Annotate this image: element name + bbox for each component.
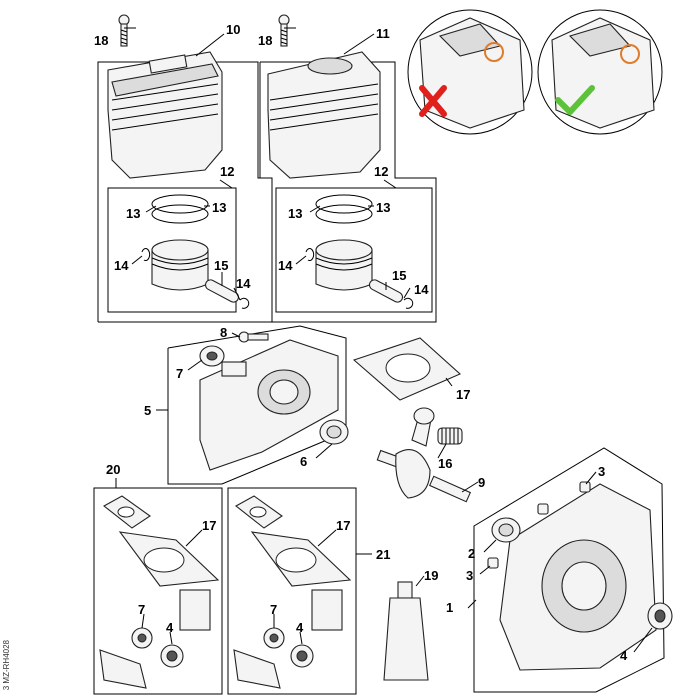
- piston-ring-bottom-right: [315, 204, 373, 224]
- callout-21: 21: [376, 547, 390, 562]
- callout-12-right: 12: [374, 164, 388, 179]
- needle-bearing-16: [437, 427, 463, 445]
- piston-ring-top-left: [151, 194, 209, 214]
- callout-numbers: 18 18 10 11 12 12 13 13 13 13 14 14 14 1…: [94, 22, 628, 663]
- callout-8: 8: [220, 325, 227, 340]
- gasket-17-top: [352, 337, 462, 401]
- screw-8: [238, 331, 269, 343]
- callout-14-a: 14: [114, 258, 129, 273]
- callout-20: 20: [106, 462, 120, 477]
- gasket-muffler-middle: [233, 649, 281, 689]
- callout-17-top: 17: [456, 387, 470, 402]
- gasket-intake-left: [179, 589, 211, 631]
- gasket-set-20: [93, 487, 223, 695]
- callout-4-left: 4: [166, 620, 174, 635]
- sleeve-3-top: [579, 481, 591, 493]
- callout-14-d: 14: [414, 282, 429, 297]
- callout-15-right: 15: [392, 268, 406, 283]
- callout-9: 9: [478, 475, 485, 490]
- callout-13-c: 13: [288, 206, 302, 221]
- callout-13-d: 13: [376, 200, 390, 215]
- oil-seal-7-top: [199, 345, 225, 367]
- callout-17-left: 17: [202, 518, 216, 533]
- crankcase-half-group: [167, 325, 349, 485]
- piston-pin-right: [368, 279, 404, 303]
- callout-16: 16: [438, 456, 452, 471]
- screw-18-right: [278, 14, 290, 47]
- callout-18-left: 18: [94, 33, 108, 48]
- ball-bearing-2: [491, 517, 521, 543]
- callout-7-top: 7: [176, 366, 183, 381]
- piston-box-right: [275, 187, 433, 313]
- circlip-right-b: [403, 297, 414, 309]
- callout-7-left: 7: [138, 602, 145, 617]
- oil-seal-4-right: [647, 602, 673, 630]
- callout-6: 6: [300, 454, 307, 469]
- callout-7-middle: 7: [270, 602, 277, 617]
- piston-ring-top-right: [315, 194, 373, 214]
- wrong-orientation-detail: [407, 9, 533, 135]
- callout-1: 1: [446, 600, 453, 615]
- gasket-set-21: [227, 487, 357, 695]
- gasket-muffler-left: [99, 649, 147, 689]
- sealant-tube-19: [383, 581, 429, 681]
- oil-seal-7-middle: [263, 627, 285, 649]
- gasket-intake-middle: [311, 589, 343, 631]
- callout-4-right: 4: [620, 648, 628, 663]
- ball-bearing-6: [319, 419, 349, 445]
- circlip-left-a: [141, 248, 151, 261]
- highlight-circle-wrong: [484, 42, 504, 62]
- screw-18-left: [118, 14, 130, 47]
- leader-lines: [115, 27, 653, 653]
- cylinder-group-right: [259, 14, 437, 323]
- correct-orientation-detail: [537, 9, 663, 135]
- sleeve-3-bottom: [487, 557, 499, 569]
- callout-19: 19: [424, 568, 438, 583]
- callout-3-bottom: 3: [466, 568, 473, 583]
- cross-mark-icon: [419, 85, 447, 117]
- callout-14-b: 14: [278, 258, 293, 273]
- oil-seal-4-left: [160, 644, 184, 668]
- circlip-left-b: [239, 297, 250, 309]
- callout-4-middle: 4: [296, 620, 304, 635]
- oil-seal-4-middle: [290, 644, 314, 668]
- piston-ring-bottom-left: [151, 204, 209, 224]
- callout-11: 11: [376, 26, 390, 41]
- piston-pin-left: [204, 279, 240, 303]
- callout-13-b: 13: [212, 200, 226, 215]
- oil-seal-7-left: [131, 627, 153, 649]
- callout-15-left: 15: [214, 258, 228, 273]
- cylinder-right: [267, 51, 381, 179]
- document-id: 3 MZ-RH4028: [2, 640, 11, 691]
- crankshaft-9: [376, 407, 472, 503]
- crankcase-1: [473, 447, 673, 693]
- callout-13-a: 13: [126, 206, 140, 221]
- check-mark-icon: [555, 85, 595, 115]
- callout-18-right: 18: [258, 33, 272, 48]
- piston-box-left: [107, 187, 237, 313]
- callout-2: 2: [468, 546, 475, 561]
- cylinder-group-left: [97, 14, 273, 323]
- highlight-circle-correct: [620, 44, 640, 64]
- callout-12-left: 12: [220, 164, 234, 179]
- callout-14-c: 14: [236, 276, 251, 291]
- circlip-right-a: [305, 248, 315, 261]
- callout-10: 10: [226, 22, 240, 37]
- callout-5: 5: [144, 403, 151, 418]
- callout-3-top: 3: [598, 464, 605, 479]
- callout-17-middle: 17: [336, 518, 350, 533]
